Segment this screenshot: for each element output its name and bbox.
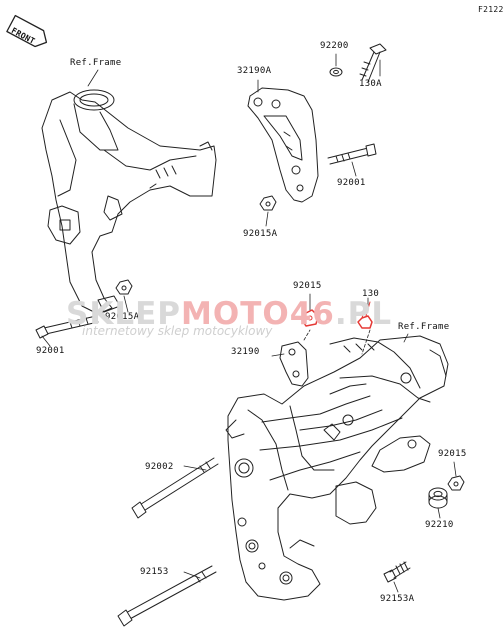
part-label-92002[interactable]: 92002 [145,462,174,472]
nut-92015-right-drawing [448,476,464,490]
part-label-92015a-upper[interactable]: 92015A [243,229,278,239]
nut-92015a-upper-drawing [260,196,276,210]
part-label-130[interactable]: 130 [362,289,380,299]
front-arrow-icon [7,16,51,51]
washer-92200-drawing [330,68,342,76]
part-label-92153a[interactable]: 92153A [380,594,415,604]
part-label-92001-upper[interactable]: 92001 [337,178,366,188]
watermark-prefix: SKLEP [66,296,181,332]
bolt-92001-left-drawing [36,316,98,338]
leader-lines [42,54,456,592]
bracket-32190-drawing [280,342,308,386]
bolt-130a-drawing [360,44,386,82]
bolt-92153a-drawing [384,562,410,582]
watermark-logo: SKLEPMOTO46.PL [66,296,392,332]
part-label-92200[interactable]: 92200 [320,41,349,51]
figure-id: F2122 [478,5,504,14]
upper-frame-drawing [42,90,216,314]
part-label-32190[interactable]: 32190 [231,347,260,357]
watermark-suffix: .PL [334,296,393,332]
part-label-32190a[interactable]: 32190A [237,66,272,76]
watermark-highlight: MOTO46 [181,296,335,332]
part-label-92015a-left[interactable]: 92015A [105,312,140,322]
part-label-92210[interactable]: 92210 [425,520,454,530]
bolt-92002-drawing [132,458,218,518]
ref-frame-label-upper: Ref.Frame [70,58,122,68]
ref-frame-label-lower: Ref.Frame [398,322,450,332]
lower-frame-drawing [226,336,448,600]
watermark-tagline: internetowy sklep motocyklowy [82,324,273,338]
part-label-92001-left[interactable]: 92001 [36,346,65,356]
part-label-92015-right[interactable]: 92015 [438,449,467,459]
bolt-92153-drawing [118,566,216,626]
bolt-92001-upper-drawing [328,144,376,164]
part-label-92153[interactable]: 92153 [140,567,169,577]
nut-92015a-left-drawing [116,280,132,294]
bracket-32190a-drawing [248,88,318,202]
part-label-92015-top[interactable]: 92015 [293,281,322,291]
nut-92210-drawing [429,488,447,508]
part-label-130a[interactable]: 130A [359,79,382,89]
nut-92015-highlight-drawing [302,310,318,326]
